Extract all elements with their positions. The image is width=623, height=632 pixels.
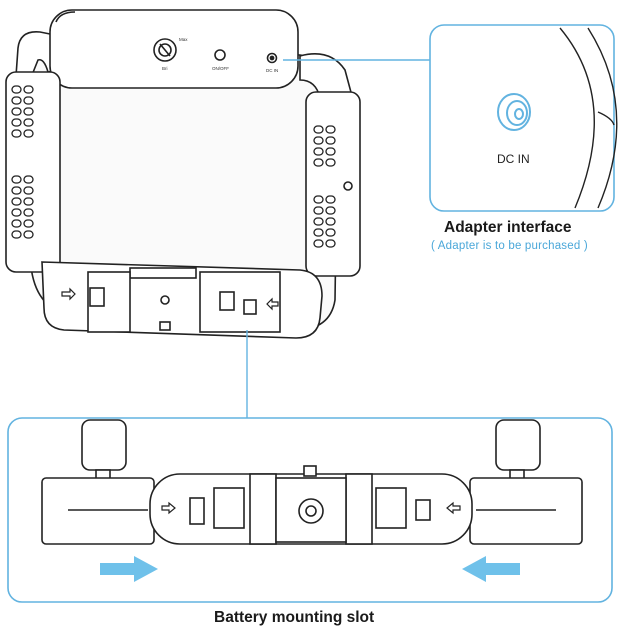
power-switch-icon [214,49,226,61]
grip-hole [11,230,22,239]
battery-right [469,477,583,545]
dial-label: Bri [162,66,168,71]
grip-hole [325,125,336,134]
arrow-right-small-icon [61,287,76,301]
grip-hole [11,175,22,184]
insert-arrow-right-icon [100,556,158,582]
adapter-interface-subtitle: ( Adapter is to be purchased ) [431,240,588,252]
grip-hole [325,147,336,156]
grip-hole [325,206,336,215]
grip-stub-left [81,419,127,471]
dc-in-label: DC IN [497,152,530,166]
adapter-interface-title: Adapter interface [444,219,572,236]
grip-hole [23,129,34,138]
light-panel [5,9,361,339]
grip-stub-right [495,419,541,471]
grip-hole [23,219,34,228]
battery-callout [7,330,613,603]
grip-hole [313,147,324,156]
grip-hole [313,125,324,134]
grip-hole [313,239,324,248]
dc-label: DC IN [266,68,278,73]
arrow-left-small-icon [266,297,279,311]
grip-hole [313,217,324,226]
grip-hole [313,136,324,145]
grip-hole [11,96,22,105]
grip-hole [23,175,34,184]
slot-arrow-right-icon [161,501,176,515]
dial-label-max: Max [179,37,188,42]
grip-hole [313,206,324,215]
grip-hole [11,107,22,116]
grip-hole [325,217,336,226]
grip-hole [11,118,22,127]
adapter-callout: DC IN [283,24,618,212]
battery-left [41,477,155,545]
grip-hole [11,129,22,138]
insert-arrow-left-icon [462,556,520,582]
grip-hole [23,186,34,195]
panel-tiny-labels: Bri Max ON/OFF DC IN [162,37,278,73]
grip-hole [23,85,34,94]
grip-hole [313,228,324,237]
grip-hole [11,219,22,228]
grip-hole [23,230,34,239]
grip-hole [23,208,34,217]
switch-label: ON/OFF [212,66,229,71]
dc-port-zoom-icon [497,93,531,131]
grip-hole [23,107,34,116]
slot-arrow-left-icon [446,501,461,515]
battery-slot-title: Battery mounting slot [214,609,375,626]
grip-hole [11,85,22,94]
grip-hole [313,158,324,167]
grip-hole [23,118,34,127]
grip-hole [11,186,22,195]
grip-hole [325,195,336,204]
grip-hole [325,136,336,145]
grip-hole [11,197,22,206]
slot-arrows-small [61,287,279,311]
grip-hole [313,195,324,204]
grip-hole [325,158,336,167]
grip-hole [325,228,336,237]
grip-hole [325,239,336,248]
grip-hole [11,208,22,217]
grip-hole [23,96,34,105]
grip-hole [23,197,34,206]
